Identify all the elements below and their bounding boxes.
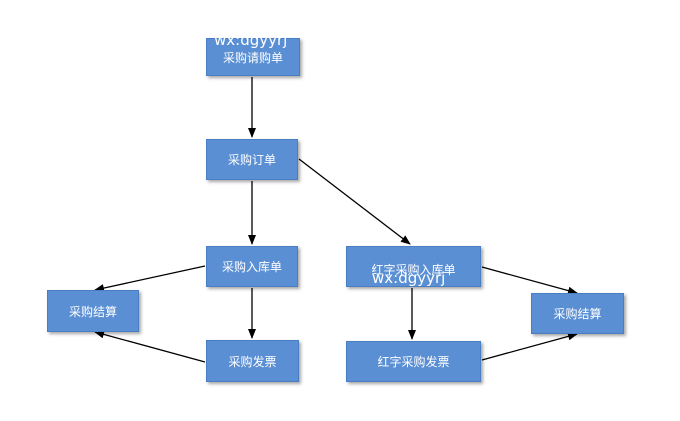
node-purchase-invoice-label: 采购发票: [228, 354, 277, 369]
node-purchase-settlement-left: 采购结算: [47, 290, 139, 332]
node-purchase-request-label: 采购请购单: [222, 51, 283, 65]
arrow-order-to-red-receipt: [298, 158, 411, 245]
arrow-invoice-to-settle: [94, 330, 206, 363]
watermark-middle: wx:dgyyrj: [372, 269, 446, 287]
node-purchase-order-label: 采购订单: [227, 153, 276, 167]
arrow-receipt-to-settle: [94, 265, 206, 292]
node-purchase-settlement-right-label: 采购结算: [553, 307, 602, 321]
arrow-red-receipt-to-settle: [481, 266, 578, 295]
node-red-purchase-invoice-label: 红字采购发票: [377, 355, 450, 369]
node-purchase-settlement-left-label: 采购结算: [68, 304, 117, 319]
node-purchase-settlement-right: 采购结算: [531, 293, 624, 334]
node-purchase-receipt: 采购入库单: [206, 246, 298, 287]
node-purchase-invoice: 采购发票: [206, 340, 299, 382]
node-purchase-order: 采购订单: [206, 139, 298, 180]
node-red-purchase-receipt: 红字采购入库单: [346, 246, 481, 287]
node-purchase-request: 采购请购单: [206, 38, 300, 76]
node-red-purchase-invoice: 红字采购发票: [346, 341, 481, 382]
watermark-top: wx:dgyyrj: [214, 31, 288, 49]
node-purchase-receipt-label: 采购入库单: [221, 260, 282, 274]
arrow-red-invoice-to-settle: [481, 332, 578, 361]
node-red-purchase-receipt-label: 红字采购入库单: [371, 263, 456, 277]
